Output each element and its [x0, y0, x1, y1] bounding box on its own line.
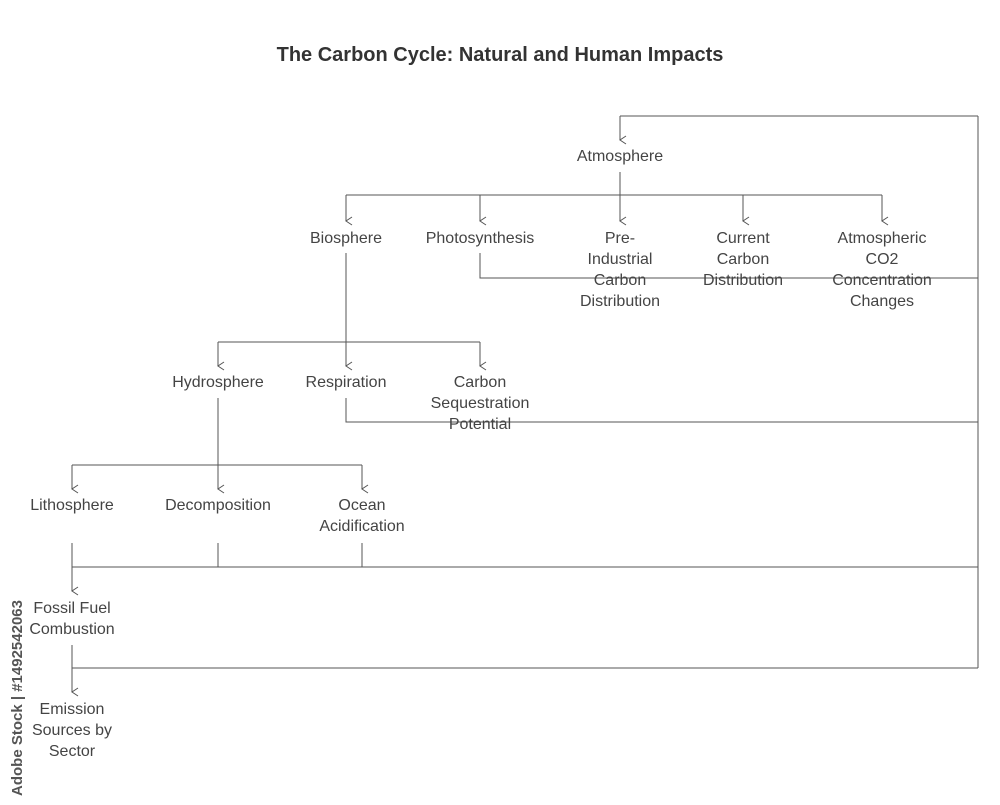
- node-hydrosphere: Hydrosphere: [172, 374, 264, 391]
- watermark: Adobe Stock | #1492542063: [9, 600, 26, 796]
- node-decomposition: Decomposition: [165, 497, 271, 514]
- node-biosphere: Biosphere: [309, 230, 383, 247]
- node-lithosphere: Lithosphere: [30, 497, 114, 514]
- node-atmosphere: Atmosphere: [576, 148, 664, 165]
- watermark-text: Adobe Stock | #1492542063: [9, 600, 26, 796]
- diagram-title: The Carbon Cycle: Natural and Human Impa…: [276, 44, 724, 66]
- respiration-feedback-line: [345, 398, 978, 423]
- photosynthesis-feedback-line: [479, 253, 978, 279]
- node-photosynthesis: Photosynthesis: [425, 230, 535, 247]
- node-respiration: Respiration: [305, 374, 387, 391]
